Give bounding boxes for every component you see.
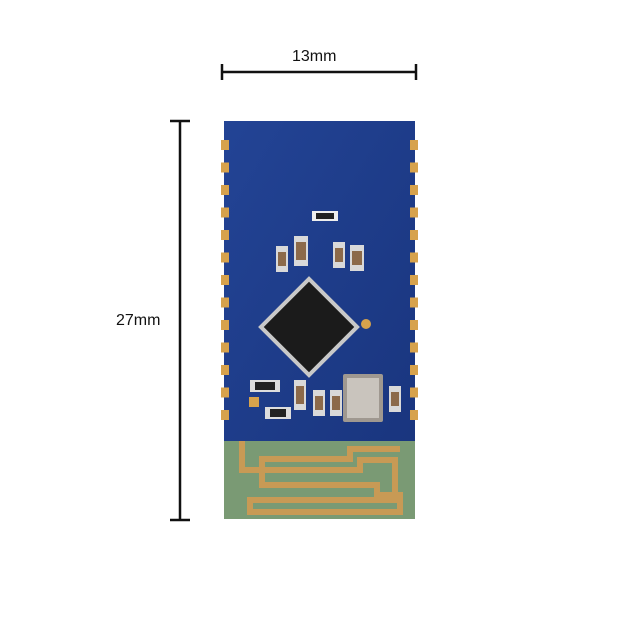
height-dimension-label: 27mm xyxy=(116,312,161,329)
edge-pad xyxy=(221,297,229,308)
edge-pad xyxy=(221,410,229,420)
edge-pad xyxy=(221,342,229,353)
smd-capacitor-right xyxy=(333,242,345,268)
smd-capacitor-bottom-1 xyxy=(294,380,306,410)
edge-pad xyxy=(410,252,418,263)
edge-pad xyxy=(410,185,418,195)
smd-capacitor-left-2 xyxy=(294,236,308,266)
smd-resistor-top xyxy=(312,211,338,221)
left-edge-pads xyxy=(221,140,229,420)
antenna-trace xyxy=(239,441,403,515)
edge-pad xyxy=(410,320,418,330)
edge-pad xyxy=(221,252,229,263)
smd-capacitor-right-2 xyxy=(350,245,364,271)
smd-resistor-bottom-left xyxy=(250,380,280,392)
antenna-area xyxy=(224,441,415,519)
edge-pad xyxy=(410,162,418,173)
right-edge-pads xyxy=(410,140,418,420)
edge-pad xyxy=(410,207,418,218)
smd-capacitor-crystal xyxy=(389,386,401,412)
smd-capacitor-left xyxy=(276,246,288,272)
edge-pad xyxy=(221,207,229,218)
edge-pad xyxy=(410,230,418,240)
edge-pad xyxy=(410,365,418,375)
edge-pad xyxy=(221,365,229,375)
smd-capacitor-bottom-3 xyxy=(330,390,342,416)
fiducial-mark xyxy=(361,319,371,329)
crystal-oscillator xyxy=(343,374,383,422)
smd-resistor-bottom xyxy=(265,407,291,419)
edge-pad xyxy=(410,342,418,353)
edge-pad xyxy=(221,387,229,398)
edge-pad xyxy=(221,230,229,240)
height-dimension-line xyxy=(170,119,190,522)
width-dimension-label: 13mm xyxy=(292,48,337,65)
edge-pad xyxy=(221,275,229,285)
edge-pad xyxy=(221,320,229,330)
smd-capacitor-bottom-2 xyxy=(313,390,325,416)
edge-pad xyxy=(410,387,418,398)
edge-pad xyxy=(410,275,418,285)
edge-pad xyxy=(410,140,418,150)
edge-pad xyxy=(221,140,229,150)
smd-diode xyxy=(249,397,259,407)
edge-pad xyxy=(410,297,418,308)
edge-pad xyxy=(221,185,229,195)
edge-pad xyxy=(221,162,229,173)
edge-pad xyxy=(410,410,418,420)
main-chip xyxy=(258,276,360,378)
width-dimension-line xyxy=(220,64,418,80)
